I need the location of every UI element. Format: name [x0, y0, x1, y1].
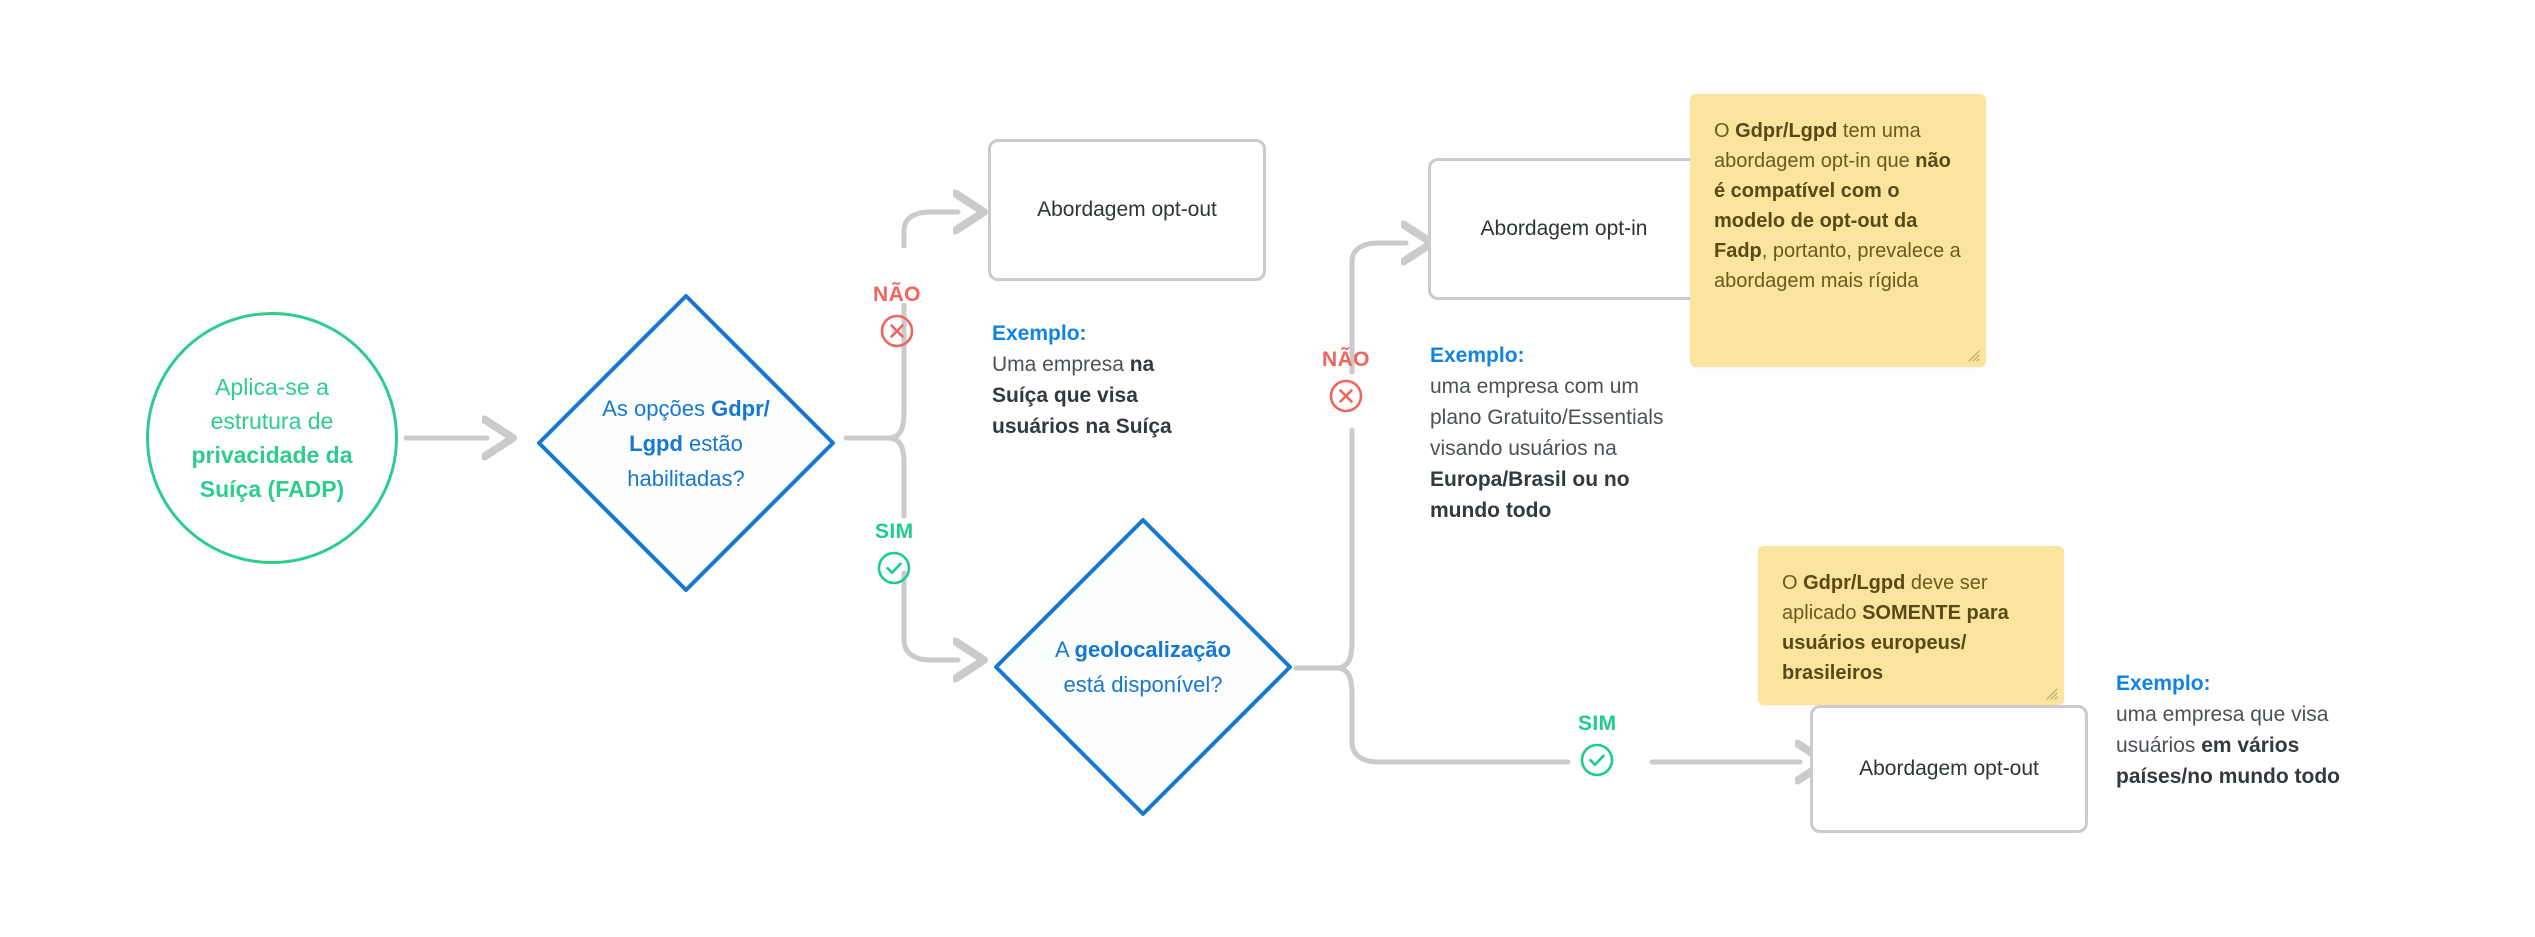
- branch-yes-decision1[interactable]: SIM: [875, 520, 914, 586]
- start-line-1: Aplica-se a: [215, 374, 329, 400]
- diamond-shape: [537, 294, 835, 592]
- branch-no-decision2[interactable]: NÃO: [1322, 348, 1370, 414]
- decision-geolocation-available[interactable]: A geolocalização está disponível?: [988, 512, 1298, 822]
- decision2-bold: geolocalização: [1074, 637, 1232, 662]
- box-label: Abordagem opt-out: [1037, 198, 1217, 221]
- branch-yes-label: SIM: [875, 520, 914, 543]
- note-seg-3: deve ser aplicado: [1782, 572, 1988, 624]
- example-plain: Uma empresa: [992, 353, 1130, 376]
- branch-no-label: NÃO: [1322, 348, 1370, 371]
- decision2-label: A geolocalização está disponível?: [988, 512, 1298, 822]
- note-optin-incompatible[interactable]: O Gdpr/Lgpd tem uma abordagem opt-in que…: [1690, 94, 1986, 367]
- branch-no-decision1[interactable]: NÃO: [873, 283, 921, 349]
- note-seg-4: SOMENTE para usuários europeus/ brasilei…: [1782, 602, 2009, 684]
- circle-x-icon: [880, 314, 914, 348]
- example-heading: Exemplo:: [2116, 672, 2211, 695]
- example-heading: Exemplo:: [992, 322, 1087, 345]
- decision-gdpr-lgpd-enabled[interactable]: As opções Gdpr/ Lgpd estão habilitadas?: [531, 288, 841, 598]
- note-eu-br-only[interactable]: O Gdpr/Lgpd deve ser aplicado SOMENTE pa…: [1758, 546, 2064, 705]
- example-plain: uma empresa com um plano Gratuito/Essent…: [1430, 375, 1664, 460]
- decision2-post: está disponível?: [1063, 672, 1223, 697]
- example-plain: uma empresa que visa usuários: [2116, 703, 2329, 757]
- start-node-fadp[interactable]: Aplica-se a estrutura de privacidade da …: [146, 312, 398, 564]
- note-seg-1: O: [1714, 120, 1736, 142]
- branch-no-label: NÃO: [873, 283, 921, 306]
- circle-check-icon: [1580, 743, 1614, 777]
- decision1-label: As opções Gdpr/ Lgpd estão habilitadas?: [531, 288, 841, 598]
- note-seg-2: Gdpr/Lgpd: [1735, 120, 1838, 142]
- edge-decision1-yes-riser: [885, 435, 907, 519]
- decision1-bold: Gdpr/ Lgpd: [629, 395, 770, 456]
- decision2-pre: A: [1054, 637, 1075, 662]
- note-seg-2: Gdpr/Lgpd: [1803, 572, 1906, 594]
- circle-x-icon: [1329, 379, 1363, 413]
- edge-decision1-yes-to-decision2: [901, 570, 958, 660]
- edge-decision1-no-to-optout: [901, 212, 958, 249]
- decision1-post: estão habilitadas?: [627, 430, 745, 491]
- note-seg-5: , portanto, prevalece a abordagem mais r…: [1714, 240, 1961, 292]
- box-abordagem-opt-out-bottom[interactable]: Abordagem opt-out: [1810, 705, 2088, 833]
- note-seg-1: O: [1782, 572, 1804, 594]
- note-seg-3: tem uma abordagem opt-in que: [1714, 120, 1921, 172]
- edge-decision2-no-riser: [1333, 427, 1355, 671]
- box-label: Abordagem opt-in: [1480, 217, 1648, 240]
- edge-decision2-yes-riser: [1333, 665, 1571, 765]
- branch-yes-label: SIM: [1578, 712, 1617, 735]
- start-line-2: estrutura de: [210, 408, 334, 434]
- resize-grip-icon[interactable]: [1966, 348, 1980, 362]
- example-heading: Exemplo:: [1430, 344, 1525, 367]
- circle-check-icon: [877, 551, 911, 585]
- box-abordagem-opt-in[interactable]: Abordagem opt-in: [1428, 158, 1700, 300]
- start-bold-2: Suíça (FADP): [199, 476, 345, 502]
- example-worldwide: Exemplo: uma empresa que visa usuários e…: [2116, 668, 2386, 792]
- diamond-shape: [994, 518, 1292, 816]
- example-switzerland: Exemplo: Uma empresa na Suíça que visa u…: [992, 318, 1207, 442]
- example-bold: Europa/Brasil ou no mundo todo: [1430, 468, 1630, 522]
- decision1-pre: As opções: [602, 395, 712, 421]
- example-bold: em vários países/no mundo todo: [2116, 734, 2340, 788]
- resize-grip-icon[interactable]: [2044, 686, 2058, 700]
- start-bold-1: privacidade da: [191, 442, 353, 468]
- branch-yes-decision2[interactable]: SIM: [1578, 712, 1617, 778]
- box-abordagem-opt-out-top[interactable]: Abordagem opt-out: [988, 139, 1266, 281]
- note-seg-4: não é compatível com o modelo de opt-out…: [1714, 150, 1951, 262]
- example-bold: na Suíça que visa usuários na Suíça: [992, 353, 1172, 438]
- example-free-essentials: Exemplo: uma empresa com um plano Gratui…: [1430, 340, 1680, 526]
- box-label: Abordagem opt-out: [1859, 757, 2039, 780]
